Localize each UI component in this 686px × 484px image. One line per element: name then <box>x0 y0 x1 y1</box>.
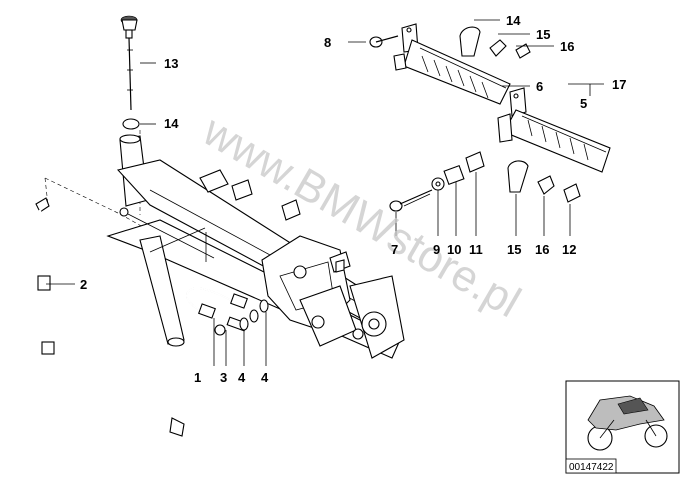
main-frame <box>106 134 405 359</box>
diagram-code: 00147422 <box>569 462 614 473</box>
screw-top <box>369 35 399 48</box>
hollow-screws-and-washers <box>214 299 269 336</box>
leader-lines <box>46 19 604 366</box>
label-2: 2 <box>80 277 87 292</box>
rubber-pads-lower <box>507 160 581 203</box>
label-12: 13 <box>164 56 178 71</box>
label-15-top: 15 <box>536 27 550 42</box>
oil-line <box>35 197 185 437</box>
label-13: 14 <box>164 116 179 131</box>
label-3: 3 <box>220 370 227 385</box>
label-15-bottom: 16 <box>535 242 549 257</box>
label-14-bottom: 15 <box>507 242 521 257</box>
label-4b: 4 <box>261 370 269 385</box>
label-16-bottom: 12 <box>562 242 576 257</box>
motorcycle-thumbnail: 00147422 <box>565 380 680 474</box>
cover-upper <box>393 23 511 105</box>
rubber-pads-upper <box>459 26 531 59</box>
label-17: 17 <box>612 77 626 92</box>
label-8: 8 <box>324 35 331 50</box>
oil-line-fitting <box>185 287 248 319</box>
label-1: 1 <box>194 370 201 385</box>
label-4a: 4 <box>238 370 246 385</box>
motorcycle-icon <box>587 395 668 451</box>
label-7: 7 <box>391 242 398 257</box>
label-9: 9 <box>433 242 440 257</box>
label-5: 5 <box>580 96 587 111</box>
oil-dipstick <box>120 15 138 111</box>
label-11: 11 <box>469 242 483 257</box>
label-14-top: 14 <box>506 13 521 28</box>
cover-lower <box>497 87 611 173</box>
o-ring <box>122 118 140 130</box>
screw-washer-bushing-nut <box>389 151 485 212</box>
label-16-top: 16 <box>560 39 574 54</box>
part-labels: 13 14 2 8 14 15 16 6 17 5 1 3 4 4 7 9 10… <box>80 13 626 385</box>
label-10: 10 <box>447 242 461 257</box>
label-6: 6 <box>536 79 543 94</box>
